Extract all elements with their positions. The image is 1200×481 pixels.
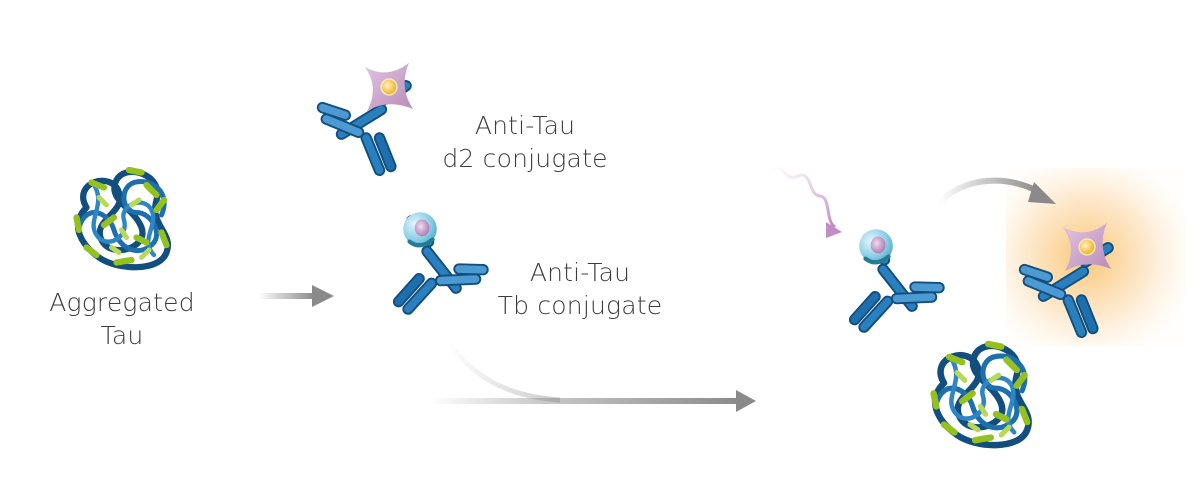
tau-aggregate-icon xyxy=(77,170,168,267)
tb-donor-icon xyxy=(403,212,437,246)
long-arrow xyxy=(428,340,756,412)
bound-tb-donor-icon xyxy=(859,229,893,263)
bound-tb-antibody-icon xyxy=(839,239,946,347)
label-tb-conjugate: Anti-Tau Tb conjugate xyxy=(497,258,663,320)
excitation-wave-icon xyxy=(768,166,836,228)
bound-tau-aggregate-icon xyxy=(934,344,1029,445)
label-aggregated-tau: Aggregated Tau xyxy=(49,288,195,350)
tb-antibody-icon xyxy=(383,221,490,329)
short-arrow xyxy=(258,285,334,307)
label-d2-conjugate: Anti-Tau d2 conjugate xyxy=(442,111,608,173)
fret-arrow xyxy=(935,177,1056,207)
excitation-arrowhead xyxy=(826,222,842,238)
